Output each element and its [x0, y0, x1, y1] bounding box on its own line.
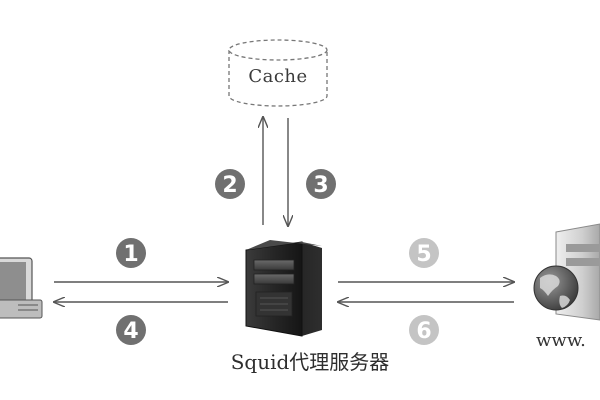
step-5-label: 5 [416, 242, 431, 267]
step-6-badge: 6 [409, 315, 439, 345]
proxy-server-label: Squid代理服务器 [230, 350, 390, 374]
cache-label: Cache [248, 66, 308, 87]
cache-cylinder [228, 39, 328, 107]
web-server-icon [533, 223, 600, 321]
proxy-server-icon [245, 240, 322, 337]
step-3-badge: 3 [306, 169, 336, 199]
step-1-badge: 1 [116, 238, 146, 268]
step-5-badge: 5 [409, 238, 439, 268]
step-2-badge: 2 [215, 169, 245, 199]
step-2-label: 2 [222, 173, 237, 198]
step-4-label: 4 [123, 319, 138, 344]
step-6-label: 6 [416, 319, 431, 344]
client-computer-icon [0, 257, 43, 319]
web-server-label: www. [536, 330, 586, 351]
step-4-badge: 4 [116, 315, 146, 345]
step-1-label: 1 [123, 242, 138, 267]
step-3-label: 3 [313, 173, 328, 198]
